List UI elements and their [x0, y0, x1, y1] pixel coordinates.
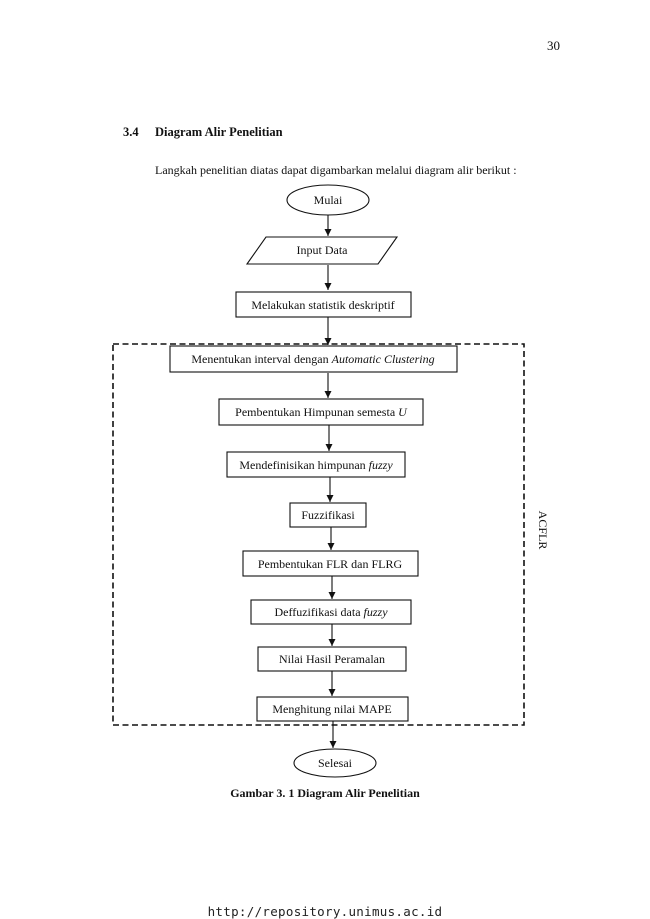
page-number: 30 — [547, 38, 560, 53]
interval-node: Menentukan interval dengan Automatic Clu… — [169, 345, 458, 373]
universe-label: Pembentukan Himpunan semesta U — [235, 405, 408, 419]
section-title: Diagram Alir Penelitian — [155, 125, 283, 139]
section-heading: 3.4 Diagram Alir Penelitian — [123, 125, 283, 140]
acflr-label: ACFLR — [536, 511, 550, 550]
mape-label: Menghitung nilai MAPE — [272, 702, 391, 716]
fuzzification-label: Fuzzifikasi — [301, 508, 355, 522]
start-terminator: Mulai — [286, 184, 370, 216]
flr-flrg-node: Pembentukan FLR dan FLRG — [242, 550, 419, 577]
descriptive-label: Melakukan statistik deskriptif — [251, 298, 394, 312]
descriptive-stats-node: Melakukan statistik deskriptif — [235, 291, 412, 318]
defuzzification-node: Deffuzifikasi data fuzzy — [250, 599, 412, 625]
acflr-group-box — [112, 343, 525, 726]
fuzzy-sets-node: Mendefinisikan himpunan fuzzy — [226, 451, 406, 478]
end-label: Selesai — [318, 756, 353, 770]
flr-flrg-label: Pembentukan FLR dan FLRG — [258, 557, 403, 571]
forecast-node: Nilai Hasil Peramalan — [257, 646, 407, 672]
end-terminator: Selesai — [293, 748, 377, 778]
fuzzification-node: Fuzzifikasi — [289, 502, 367, 528]
input-data-node: Input Data — [245, 236, 399, 265]
universe-set-node: Pembentukan Himpunan semesta U — [218, 398, 424, 426]
forecast-label: Nilai Hasil Peramalan — [279, 652, 385, 666]
start-label: Mulai — [314, 193, 343, 207]
figure-caption: Gambar 3. 1 Diagram Alir Penelitian — [230, 786, 420, 800]
intro-paragraph: Langkah penelitian diatas dapat digambar… — [155, 163, 517, 177]
defuzzification-label: Deffuzifikasi data fuzzy — [274, 605, 388, 619]
footer-url: http://repository.unimus.ac.id — [207, 904, 443, 919]
section-number: 3.4 — [123, 125, 139, 139]
mape-node: Menghitung nilai MAPE — [256, 696, 409, 722]
fuzzy-sets-label: Mendefinisikan himpunan fuzzy — [239, 458, 393, 472]
interval-label: Menentukan interval dengan Automatic Clu… — [191, 352, 434, 366]
input-label: Input Data — [297, 243, 349, 257]
